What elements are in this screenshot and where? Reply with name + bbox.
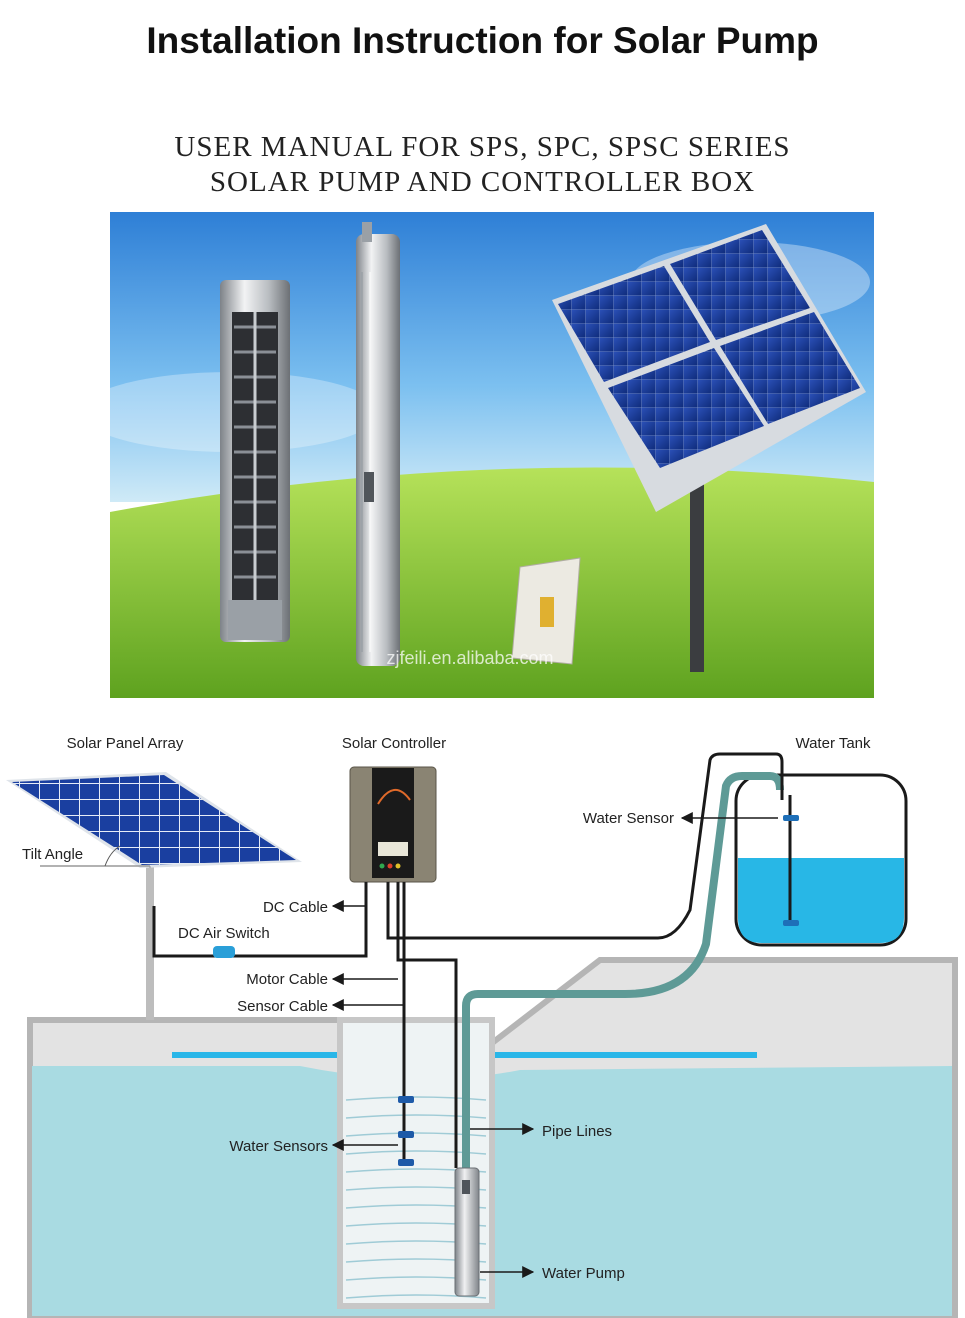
dc-air-switch [213, 946, 235, 958]
steel-pump [356, 222, 400, 666]
product-photo: zjfeili.en.alibaba.com [110, 212, 874, 698]
label-sensor-cable: Sensor Cable [237, 998, 328, 1015]
cables [152, 752, 784, 1168]
page-title: Installation Instruction for Solar Pump [146, 20, 819, 61]
pipe-line [462, 772, 784, 1178]
label-dc-air-switch: DC Air Switch [178, 925, 270, 942]
label-pipe-lines: Pipe Lines [542, 1123, 612, 1140]
dc-cable [152, 882, 368, 958]
photo-watermark: zjfeili.en.alibaba.com [386, 648, 553, 668]
label-arrows [331, 812, 778, 1278]
motor-cable [396, 882, 458, 1168]
water-tank [734, 773, 908, 947]
grass-field [110, 467, 874, 698]
solar-panel-on-pole [552, 224, 866, 672]
installation-diagram: Solar Panel Array Solar Controller Water… [6, 735, 958, 1318]
cutaway-pump [220, 280, 290, 642]
well-water-sensors [398, 1096, 414, 1166]
solar-controller [349, 766, 437, 883]
solar-panel-array [6, 772, 302, 1020]
controller-box [511, 557, 581, 665]
manual-subtitle-line1: USER MANUAL FOR SPS, SPC, SPSC SERIES [174, 131, 791, 163]
label-solar-panel-array: Solar Panel Array [67, 735, 184, 752]
label-water-pump: Water Pump [542, 1265, 625, 1282]
label-tilt-angle: Tilt Angle [22, 846, 83, 863]
label-water-sensors: Water Sensors [229, 1138, 328, 1155]
label-motor-cable: Motor Cable [246, 971, 328, 988]
manual-subtitle-line2: SOLAR PUMP AND CONTROLLER BOX [209, 166, 756, 198]
sensor-cable [386, 752, 784, 940]
water-pump [454, 1167, 480, 1297]
label-water-tank: Water Tank [795, 735, 871, 752]
label-water-sensor: Water Sensor [583, 810, 674, 827]
label-solar-controller: Solar Controller [342, 735, 446, 752]
label-dc-cable: DC Cable [263, 899, 328, 916]
